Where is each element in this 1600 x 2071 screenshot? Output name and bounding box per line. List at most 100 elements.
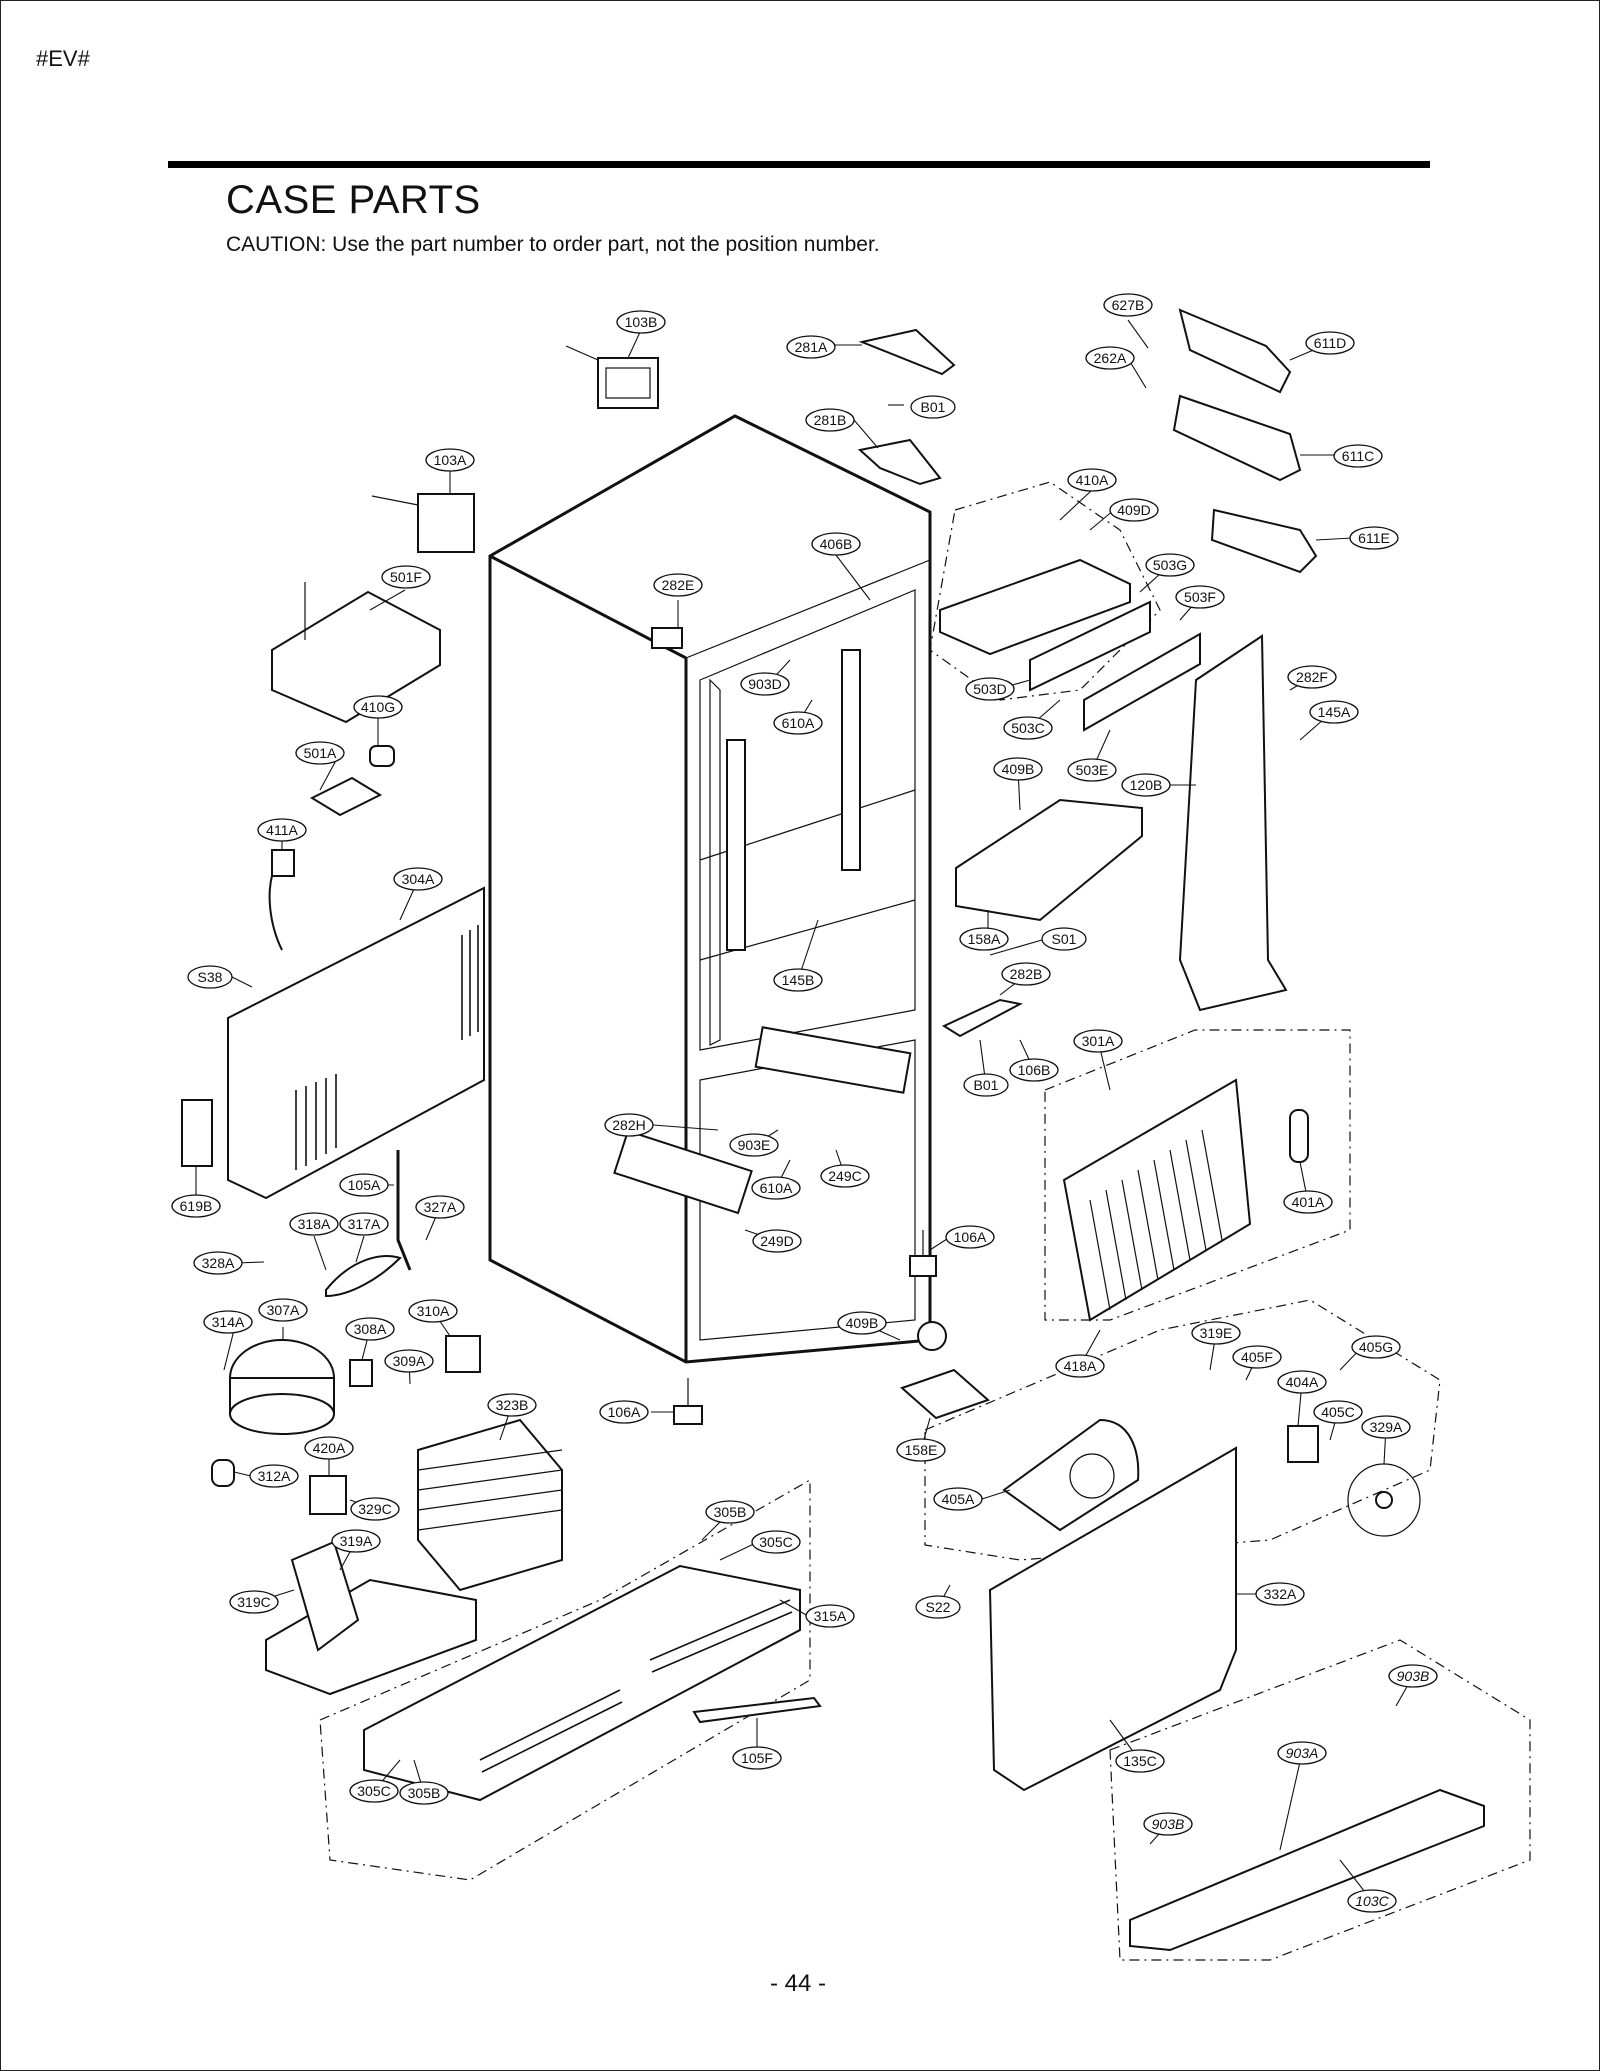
- pcb-cover-501F: [271, 582, 441, 724]
- condenser-323B: [417, 1418, 563, 1592]
- callout-282E: 282E: [653, 573, 703, 597]
- svg-text:103C: 103C: [1355, 1893, 1389, 1909]
- fan-motor-404A: [1287, 1425, 1319, 1463]
- callout-106A-left: 106A: [599, 1400, 649, 1424]
- svg-text:409B: 409B: [1002, 761, 1035, 777]
- svg-text:314A: 314A: [212, 1314, 245, 1330]
- heater-401A: [1289, 1109, 1309, 1163]
- svg-text:903E: 903E: [738, 1137, 771, 1153]
- svg-text:903A: 903A: [1286, 1745, 1319, 1761]
- callout-411A: 411A: [257, 818, 307, 842]
- callout-B01-top: B01: [910, 395, 956, 419]
- callout-103A: 103A: [425, 448, 475, 472]
- callout-315A: 315A: [805, 1604, 855, 1628]
- svg-text:401A: 401A: [1292, 1194, 1325, 1210]
- svg-text:304A: 304A: [402, 871, 435, 887]
- callout-405G: 405G: [1351, 1335, 1401, 1359]
- svg-text:501F: 501F: [390, 569, 422, 585]
- callout-318A: 318A: [289, 1212, 339, 1236]
- callout-410A: 410A: [1067, 468, 1117, 492]
- callout-106A-right: 106A: [945, 1225, 995, 1249]
- callout-420A: 420A: [304, 1436, 354, 1460]
- svg-text:503G: 503G: [1153, 557, 1187, 573]
- svg-text:319E: 319E: [1200, 1325, 1233, 1341]
- svg-text:323B: 323B: [496, 1397, 529, 1413]
- svg-text:158A: 158A: [968, 931, 1001, 947]
- svg-text:410G: 410G: [361, 699, 395, 715]
- callout-282B: 282B: [1001, 962, 1051, 986]
- back-cover-304A: [227, 886, 485, 1200]
- svg-text:611E: 611E: [1358, 530, 1390, 546]
- svg-text:328A: 328A: [202, 1255, 235, 1271]
- svg-text:503D: 503D: [973, 681, 1006, 697]
- svg-text:282H: 282H: [612, 1117, 645, 1133]
- callout-317A: 317A: [339, 1212, 389, 1236]
- svg-text:627B: 627B: [1112, 297, 1145, 313]
- document-code: #EV#: [36, 46, 90, 71]
- duct-611E: [1210, 508, 1318, 574]
- svg-text:S38: S38: [198, 969, 223, 985]
- callout-903B-upper: 903B: [1388, 1664, 1438, 1688]
- svg-text:105A: 105A: [348, 1177, 381, 1193]
- svg-text:106A: 106A: [954, 1229, 987, 1245]
- svg-text:503F: 503F: [1184, 589, 1216, 605]
- callout-314A: 314A: [203, 1310, 253, 1334]
- svg-text:418A: 418A: [1064, 1358, 1097, 1374]
- svg-text:310A: 310A: [417, 1303, 450, 1319]
- callout-158E: 158E: [896, 1438, 946, 1462]
- fan-blade-329A: [1347, 1463, 1421, 1537]
- svg-text:103A: 103A: [434, 452, 467, 468]
- svg-text:611C: 611C: [1342, 448, 1374, 464]
- callout-332A: 332A: [1255, 1582, 1305, 1606]
- compressor-307A: [229, 1339, 335, 1435]
- callout-310A: 310A: [408, 1299, 458, 1323]
- handle-group-boundary: [1109, 1639, 1531, 1961]
- callout-503D: 503D: [965, 677, 1015, 701]
- capacitor-410G: [369, 745, 395, 767]
- callout-103B: 103B: [616, 310, 666, 334]
- callout-610A-upper: 610A: [773, 711, 823, 735]
- callout-501F: 501F: [381, 565, 431, 589]
- svg-text:619B: 619B: [180, 1198, 213, 1214]
- svg-text:305C: 305C: [357, 1783, 390, 1799]
- svg-text:281B: 281B: [814, 412, 847, 428]
- hinge-281B: [857, 438, 942, 486]
- svg-text:903B: 903B: [1397, 1668, 1430, 1684]
- drain-pan-319A: [265, 1540, 477, 1696]
- svg-text:420A: 420A: [313, 1440, 346, 1456]
- callout-305B-lower: 305B: [399, 1781, 449, 1805]
- callout-S22: S22: [915, 1595, 961, 1619]
- callout-304A: 304A: [393, 867, 443, 891]
- svg-text:B01: B01: [921, 399, 946, 415]
- fan-motor-420A: [309, 1475, 347, 1515]
- callout-404A: 404A: [1277, 1370, 1327, 1394]
- svg-text:405G: 405G: [1359, 1339, 1393, 1355]
- callout-418A: 418A: [1055, 1354, 1105, 1378]
- callout-611C: 611C: [1333, 444, 1383, 468]
- callout-319A: 319A: [331, 1529, 381, 1553]
- svg-text:105F: 105F: [741, 1750, 773, 1766]
- callout-611E: 611E: [1349, 526, 1399, 550]
- callout-409B-lower: 409B: [837, 1311, 887, 1335]
- callout-405C: 405C: [1313, 1400, 1363, 1424]
- callout-903E: 903E: [729, 1133, 779, 1157]
- svg-text:319A: 319A: [340, 1533, 373, 1549]
- callout-503G: 503G: [1145, 553, 1195, 577]
- callout-410G: 410G: [353, 695, 403, 719]
- svg-text:903B: 903B: [1152, 1816, 1185, 1832]
- callout-307A: 307A: [258, 1298, 308, 1322]
- callout-labels: 103B 281A 627B 611D 262A B01 281B 611C 1…: [171, 293, 1438, 1913]
- section-title: CASE PARTS: [226, 178, 481, 222]
- bracket-282B: [941, 998, 1023, 1038]
- svg-text:301A: 301A: [1082, 1033, 1115, 1049]
- callout-903A: 903A: [1277, 1741, 1327, 1765]
- duct-611D: [1178, 308, 1292, 394]
- svg-text:329C: 329C: [358, 1501, 391, 1517]
- svg-text:610A: 610A: [760, 1180, 793, 1196]
- svg-text:158E: 158E: [905, 1442, 938, 1458]
- tube-105A: [396, 1150, 412, 1271]
- callout-281A: 281A: [786, 335, 836, 359]
- svg-text:411A: 411A: [266, 822, 298, 838]
- callout-158A: 158A: [959, 927, 1009, 951]
